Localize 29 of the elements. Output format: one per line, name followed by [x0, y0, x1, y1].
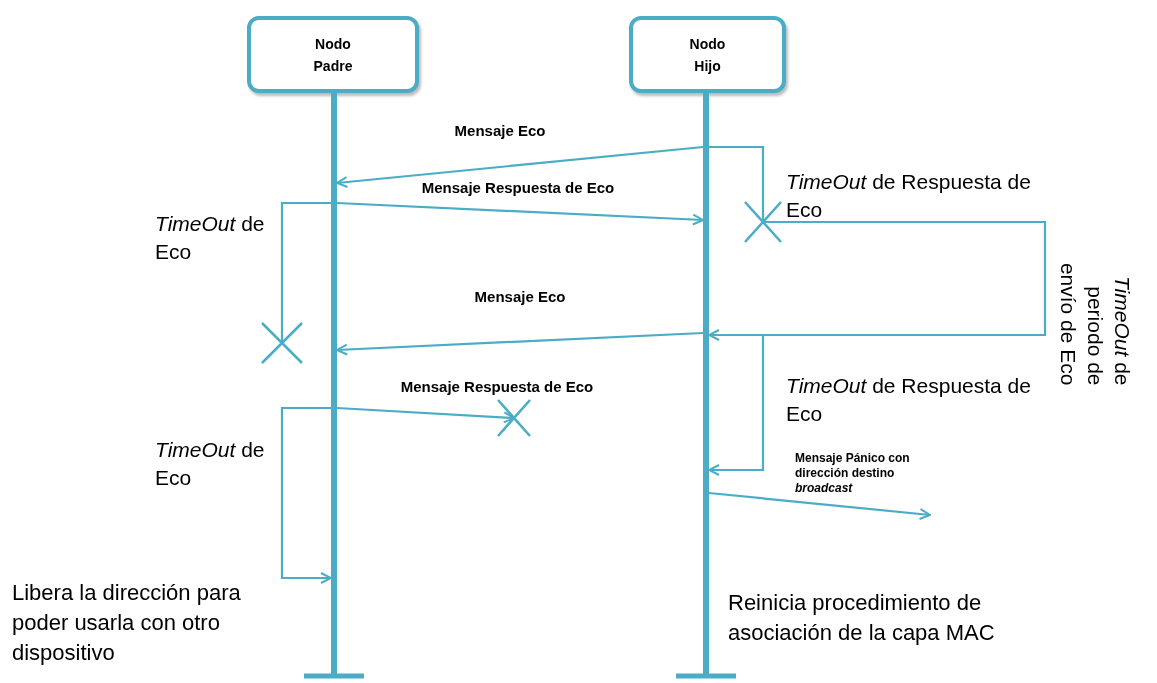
lifeline	[331, 92, 337, 676]
node-title: Nodo Hijo	[688, 34, 727, 76]
lifeline-head-box	[247, 16, 419, 93]
timeout-cross	[260, 321, 304, 365]
message-arrow	[336, 406, 515, 424]
message-arrow	[336, 145, 704, 188]
timeout-cross	[743, 200, 783, 244]
edge-label: Mensaje Respuesta de Eco	[419, 179, 617, 196]
note-text: TimeOut de Eco	[155, 211, 266, 265]
timeout-connector	[708, 220, 1047, 341]
timeout-connector	[280, 201, 331, 343]
edge-label: Mensaje Eco	[452, 122, 548, 139]
timeout-connector	[709, 145, 765, 222]
edge-label: Mensaje Respuesta de Eco	[398, 378, 596, 395]
lifeline	[703, 92, 709, 676]
note-text: Reinicia procedimiento de asociación de la capa MAC	[728, 589, 996, 647]
timeout-connector	[280, 406, 332, 584]
timeout-cross	[496, 398, 532, 438]
lifeline-head-box	[629, 16, 786, 93]
message-arrow	[708, 491, 931, 520]
message-arrow	[336, 201, 704, 226]
note-text: TimeOut de Respuesta de Eco	[786, 169, 1032, 223]
note-text: TimeOut de Respuesta de Eco	[786, 373, 1032, 427]
node-title: Nodo Padre	[312, 34, 354, 76]
note-text: Libera la dirección para poder usarla con otro dispositivo	[12, 579, 242, 667]
note-text: TimeOut de Eco	[155, 437, 266, 491]
timeout-connector	[708, 333, 765, 476]
message-arrow	[336, 331, 704, 356]
edge-label: Mensaje Eco	[472, 288, 568, 305]
